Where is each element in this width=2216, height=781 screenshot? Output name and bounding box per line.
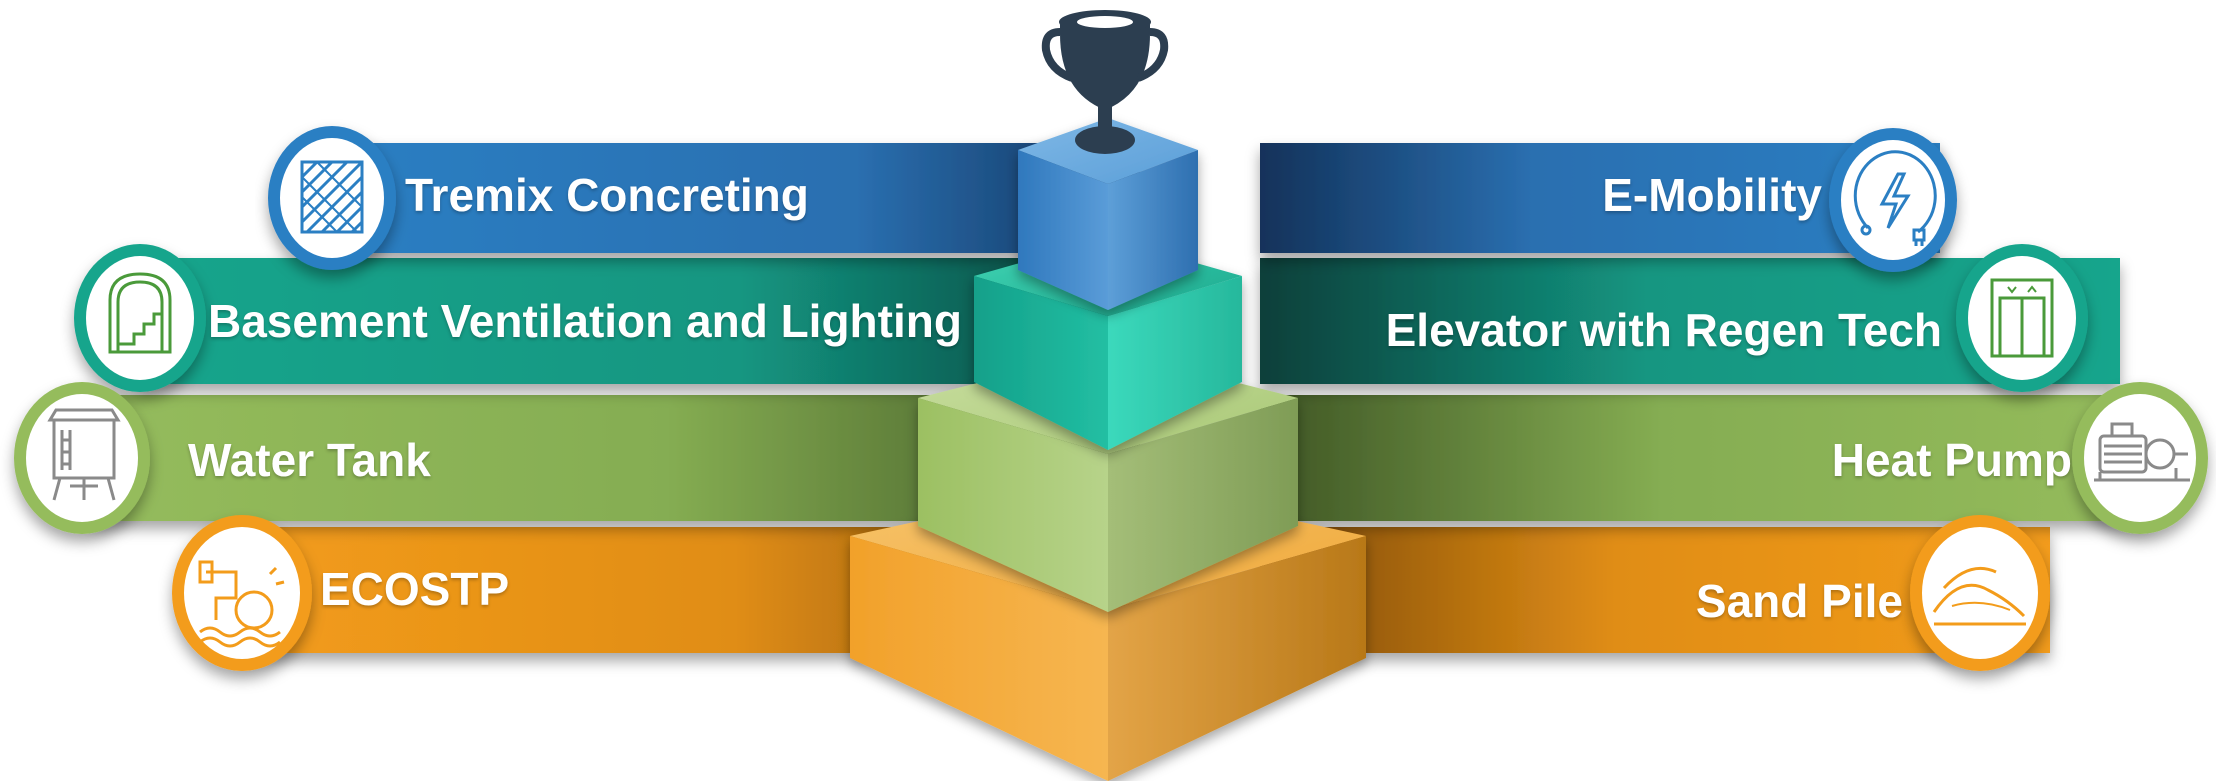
label-tremix-concreting: Tremix Concreting	[405, 169, 809, 221]
basement-stairs-icon	[108, 272, 172, 354]
label-sand-pile: Sand Pile	[1695, 575, 1903, 627]
elevator-icon	[1990, 278, 2054, 358]
badge-center	[184, 527, 300, 659]
label-elevator-regen: Elevator with Regen Tech	[1385, 304, 1942, 356]
ev-charging-plug-icon	[1853, 150, 1937, 246]
hatched-concrete-icon	[300, 160, 364, 234]
label-basement-ventilation: Basement Ventilation and Lighting	[208, 295, 962, 347]
water-tank-icon	[47, 408, 121, 501]
label-e-mobility: E-Mobility	[1602, 169, 1822, 221]
band-blue-left	[330, 143, 1140, 253]
band-blue-right	[1260, 143, 1940, 253]
band-green-right	[1260, 395, 2150, 521]
label-heat-pump: Heat Pump	[1831, 434, 2072, 486]
band-teal-left	[140, 258, 1140, 384]
pump-motor-icon	[2094, 422, 2190, 482]
sewage-treatment-icon	[198, 560, 285, 648]
label-ecostp: ECOSTP	[320, 563, 510, 615]
trophy-icon	[1041, 10, 1169, 154]
badge-center	[1922, 527, 2038, 659]
label-water-tank: Water Tank	[188, 434, 431, 486]
sand-pile-icon	[1932, 567, 2026, 626]
